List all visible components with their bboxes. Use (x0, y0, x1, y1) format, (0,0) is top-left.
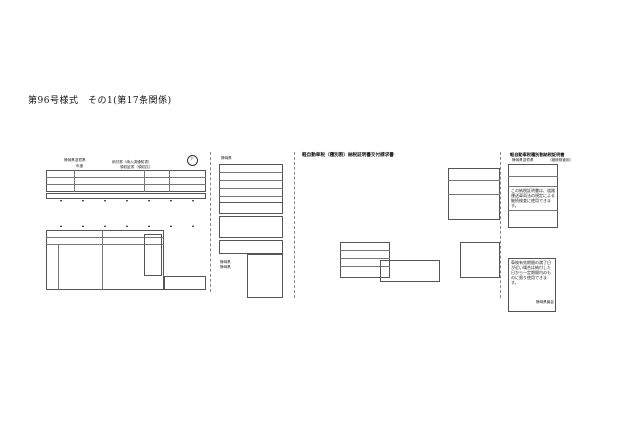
panel-d-bottom-label: 静岡県議会 (536, 300, 554, 304)
cut-mark-icon (60, 225, 62, 227)
perforation-line (210, 152, 211, 292)
cut-mark-icon (82, 200, 84, 202)
form-title: 第96号様式 その1(第17条関係) (28, 96, 172, 106)
cut-mark-icon (148, 225, 150, 227)
panel-c-note-box (380, 260, 440, 282)
panel-d-sub: 静岡県滋賀県 (512, 158, 534, 162)
cut-mark-icon (126, 200, 128, 202)
panel-b-header: 静岡県 (221, 156, 232, 160)
panel-b-box2 (219, 216, 283, 238)
panel-b-box (219, 202, 283, 214)
panel-a-side-box (144, 234, 162, 276)
cut-mark-icon (192, 200, 194, 202)
panel-d-lower-box (508, 258, 556, 312)
panel-a-circle-mark: ア (190, 157, 194, 161)
cut-mark-icon (170, 225, 172, 227)
panel-b-label2: 静岡県 (220, 265, 231, 269)
panel-a-header-mid: 納付書（納入済通知書） (112, 160, 152, 164)
circle-mark-icon (187, 155, 198, 166)
cut-mark-icon (104, 225, 106, 227)
cut-mark-icon (82, 225, 84, 227)
panel-a-detail-box (46, 230, 164, 290)
panel-a-year-label: 年度 (76, 164, 84, 168)
cut-mark-icon (192, 225, 194, 227)
panel-b-grid (247, 254, 283, 298)
cut-mark-icon (60, 200, 62, 202)
panel-c-header: 軽自動車税（種別割）納税証明書交付請求書 (302, 153, 394, 158)
panel-d-header: 軽自動車税種別割納税証明書 (510, 152, 565, 157)
panel-c-count-grid (460, 242, 500, 278)
panel-a-header-mid2: 領収証書（領収控） (120, 165, 153, 169)
panel-d-sub2: （継続検査用） (548, 158, 574, 162)
tax-certificate-panel: 軽自動車税種別割納税証明書 静岡県滋賀県 （継続検査用） この納税証明書は、道路… (508, 150, 590, 312)
panel-d-table (508, 164, 558, 228)
panel-d-lower-text: 車検有効期間の満了日が近い場合は納付した日から一定期間内のものに限り使用できます… (511, 260, 551, 285)
cut-mark-icon (148, 200, 150, 202)
receipt-panel: 静岡県 静岡県 静岡県 (219, 152, 289, 298)
cut-mark-icon (126, 225, 128, 227)
cut-mark-icon (170, 200, 172, 202)
panel-b-box3 (219, 240, 283, 254)
panel-b-label: 静岡県 (220, 260, 231, 264)
payment-slip-panel: 静岡県滋賀県 年度 納付書（納入済通知書） 領収証書（領収控） ア (44, 152, 208, 290)
perforation-line (500, 152, 501, 298)
request-form-panel: 軽自動車税（種別割）納税証明書交付請求書 (300, 150, 502, 300)
panel-a-top-table (46, 170, 206, 192)
panel-a-amount-row (46, 193, 206, 199)
perforation-line (294, 152, 295, 298)
panel-a-header-left: 静岡県滋賀県 (64, 158, 86, 162)
panel-a-stamp-box (164, 276, 206, 290)
cut-mark-icon (104, 200, 106, 202)
panel-d-body-text: この納税証明書は、道路運送車両法の規定による継続検査に使用できます。 (511, 188, 555, 208)
